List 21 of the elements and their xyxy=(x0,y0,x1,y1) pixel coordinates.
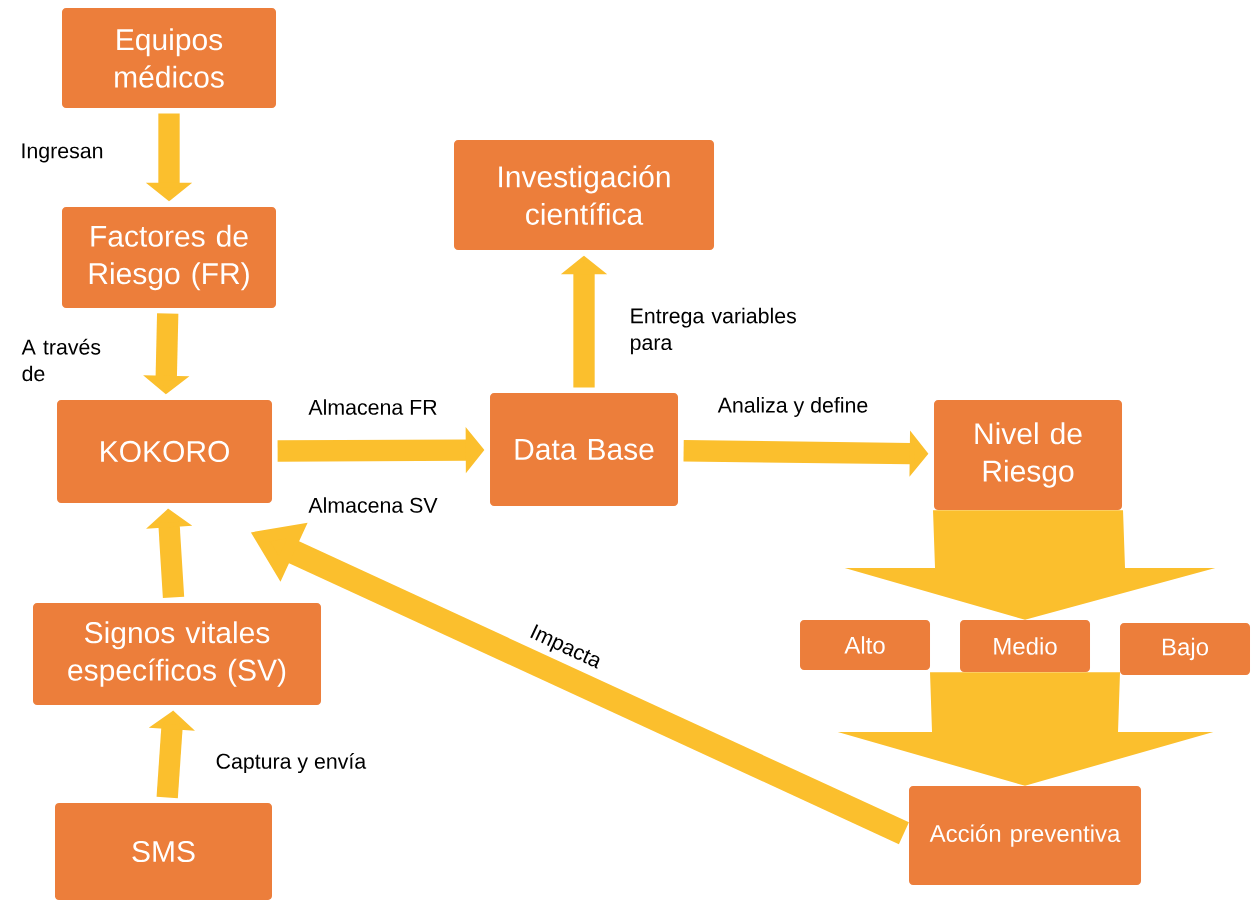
process-box: Investigación científica xyxy=(454,140,714,250)
process-box: Medio xyxy=(960,620,1090,672)
process-box: KOKORO xyxy=(57,400,272,503)
process-box: SMS xyxy=(55,803,272,900)
text-label: Almacena SV xyxy=(308,497,438,513)
process-box: Signos vitales específicos (SV) xyxy=(33,603,321,705)
wide-arrow xyxy=(844,510,1216,620)
process-box: Alto xyxy=(800,620,930,670)
process-box: Data Base xyxy=(490,393,678,506)
edge-label: Captura y envía xyxy=(216,752,367,774)
edge-label: Entrega variables para xyxy=(631,307,796,355)
edge-label: A través de xyxy=(21,338,101,382)
edge-label: Analiza y define xyxy=(717,397,868,417)
process-box: Acción preventiva xyxy=(909,786,1141,885)
process-box: Factores de Riesgo (FR) xyxy=(62,207,276,308)
process-box: Equipos médicos xyxy=(62,8,276,108)
process-box: Nivel de Riesgo xyxy=(934,400,1122,510)
wide-arrow xyxy=(837,672,1214,786)
edge-label: Almacena FR xyxy=(308,399,437,415)
edge-label: Ingresan xyxy=(22,143,103,163)
process-box: Bajo xyxy=(1120,623,1250,675)
